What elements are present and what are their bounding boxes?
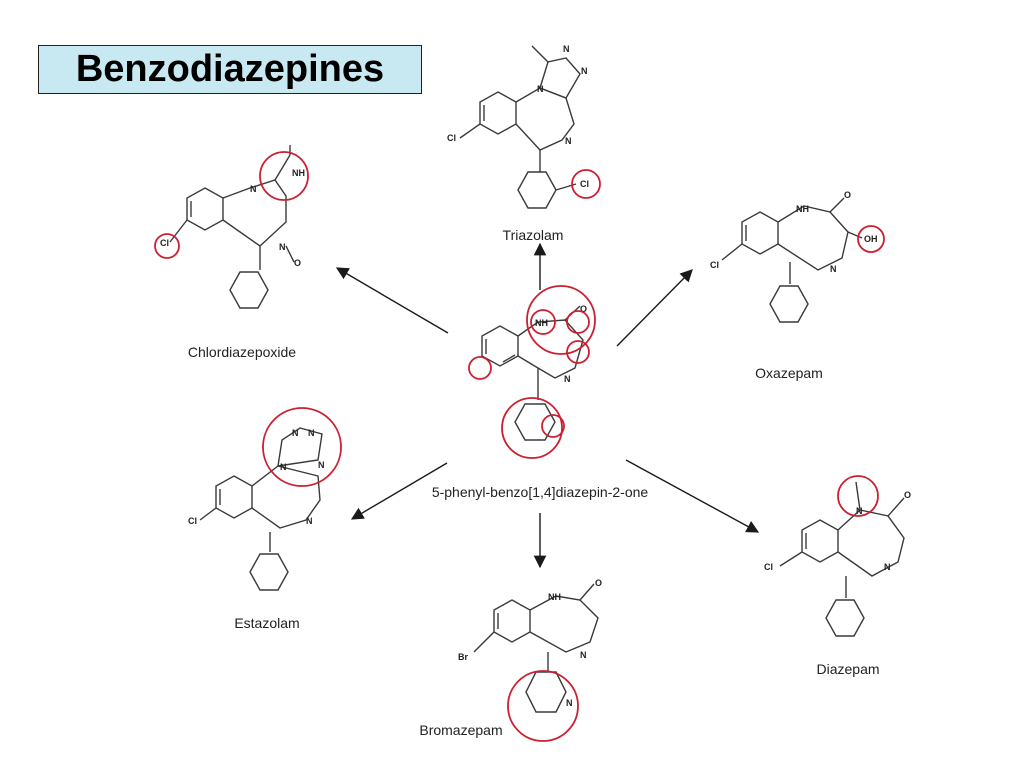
atom-nh-broma: NH (548, 592, 561, 602)
oxazepam-structure: NH O N OH Cl (710, 190, 885, 323)
arrow-to-estazolam (350, 462, 448, 520)
highlight-diaz-nmethyl (837, 475, 879, 517)
atom-n-tri1: N (563, 44, 570, 54)
atom-n-esta4: N (280, 462, 287, 472)
atom-o-center: O (580, 304, 587, 314)
highlight-c7 (468, 356, 492, 380)
diazepam-structure: N O N Cl (764, 475, 911, 637)
atom-n-tri2: N (581, 66, 588, 76)
atom-nh-chlor: NH (292, 168, 305, 178)
atom-nh-oxa: NH (796, 204, 809, 214)
atom-nh-center: NH (535, 318, 548, 328)
atom-n-esta5: N (306, 516, 313, 526)
atom-oh-oxa: OH (864, 234, 878, 244)
arrow-to-oxazepam (616, 269, 693, 347)
label-bromazepam: Bromazepam (419, 722, 502, 738)
highlight-chlor-cl (154, 233, 180, 259)
estazolam-structure: N N N N N Cl (188, 407, 342, 591)
label-core: 5-phenyl-benzo[1,4]diazepin-2-one (432, 484, 649, 500)
atom-o-broma: O (595, 578, 602, 588)
atom-cl-chlor: Cl (160, 238, 169, 248)
label-diazepam: Diazepam (816, 661, 879, 677)
label-chlordiazepoxide: Chlordiazepoxide (188, 344, 296, 360)
highlight-phenyl-ortho (541, 414, 565, 438)
atom-n-esta1: N (292, 428, 299, 438)
title-box: Benzodiazepines (38, 45, 422, 94)
atom-n-esta2: N (308, 428, 315, 438)
highlight-chlor-amidine (259, 151, 309, 201)
highlight-oxa-oh (857, 225, 885, 253)
atom-n-tri4: N (565, 136, 572, 146)
atom-n-broma: N (580, 650, 587, 660)
atom-cl2-triazolam: Cl (580, 179, 589, 189)
atom-cl-esta: Cl (188, 516, 197, 526)
highlight-c3 (566, 340, 590, 364)
atom-n-oxa: N (830, 264, 837, 274)
triazolam-structure: N N N N Cl Cl (447, 44, 601, 209)
atom-n-chlor1: N (250, 184, 257, 194)
highlight-amide (526, 285, 596, 355)
core-structure: NH O N (468, 285, 596, 459)
label-estazolam: Estazolam (234, 615, 299, 631)
atom-n-esta3: N (318, 460, 325, 470)
highlight-broma-pyridine (507, 670, 579, 742)
atom-npy-broma: N (566, 698, 573, 708)
label-triazolam: Triazolam (503, 227, 564, 243)
atom-o-diaz: O (904, 490, 911, 500)
slide-title: Benzodiazepines (75, 48, 385, 90)
chlordiazepoxide-structure: N NH N O Cl (154, 145, 309, 309)
arrow-to-diazepam (625, 459, 760, 533)
highlight-phenyl (501, 397, 563, 459)
atom-o-chlor: O (294, 258, 301, 268)
arrows (335, 242, 760, 569)
atom-n-chlor2: N (279, 242, 286, 252)
atom-cl-oxa: Cl (710, 260, 719, 270)
arrow-to-chlordiazepoxide (335, 267, 449, 334)
atom-n-center: N (564, 374, 571, 384)
atom-cl-triazolam: Cl (447, 133, 456, 143)
atom-n-diaz2: N (884, 562, 891, 572)
atom-br-broma: Br (458, 652, 468, 662)
highlight-triazolam-cl (571, 169, 601, 199)
atom-n-tri3: N (537, 84, 544, 94)
highlight-nh (530, 309, 556, 335)
atom-n-diaz1: N (856, 506, 863, 516)
bromazepam-structure: NH O N N Br (458, 578, 602, 742)
highlight-esta-triazole (262, 407, 342, 487)
atom-o-oxa: O (844, 190, 851, 200)
label-oxazepam: Oxazepam (755, 365, 823, 381)
highlight-carbonyl (566, 310, 590, 334)
atom-cl-diaz: Cl (764, 562, 773, 572)
